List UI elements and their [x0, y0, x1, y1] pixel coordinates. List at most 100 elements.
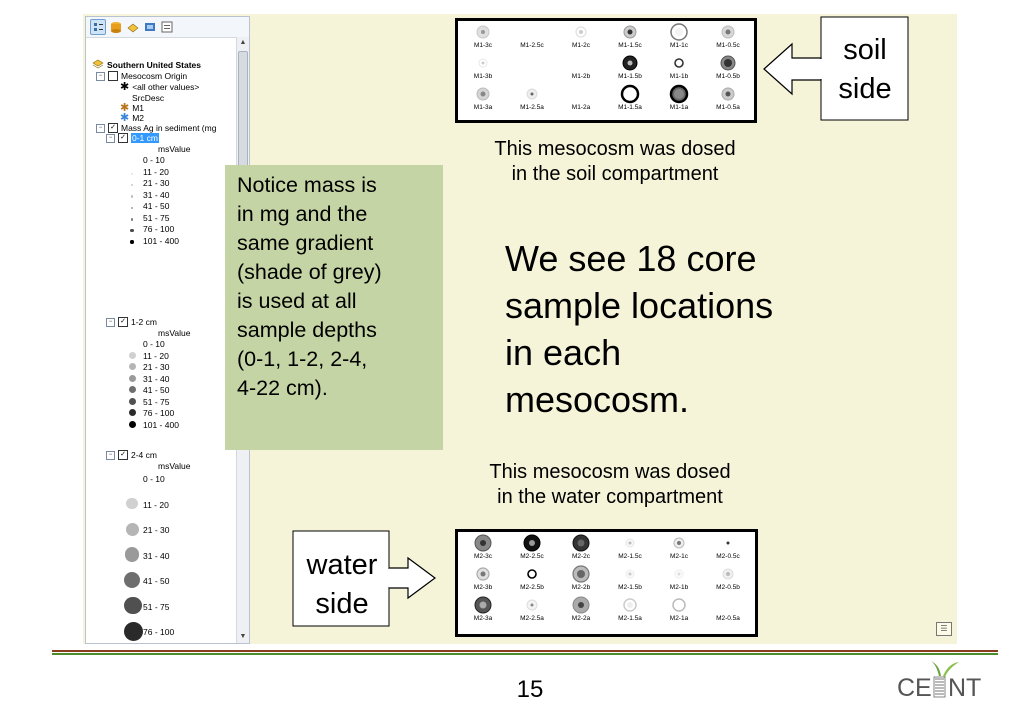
checkbox-unchecked[interactable] [108, 71, 118, 81]
slide-notes-icon[interactable]: ☰ [936, 622, 952, 636]
core-symbol-icon [478, 58, 488, 68]
toc-class-item[interactable]: 41 - 50 [124, 385, 169, 395]
checkbox-checked[interactable]: ✓ [118, 450, 128, 460]
core-label: M2-3b [473, 584, 493, 591]
list-by-drawing-order-icon[interactable] [90, 19, 106, 35]
toc-class-item[interactable]: 0 - 10 [124, 474, 165, 484]
expand-collapse-icon[interactable]: − [106, 317, 115, 327]
toc-class-item[interactable]: 0 - 10 [124, 155, 165, 165]
core-symbol-icon [720, 55, 736, 71]
toc-depth-group[interactable]: −✓2-4 cm [106, 450, 157, 460]
core-label: M2-2.5b [520, 584, 544, 591]
toc-origin-layer[interactable]: − Mesocosm Origin [96, 71, 187, 81]
core-symbol-icon [474, 534, 492, 552]
toc-class-item[interactable]: 51 - 75 [124, 397, 169, 407]
core-symbol-icon [527, 569, 537, 579]
legend-symbol-icon [126, 497, 138, 510]
list-by-visibility-icon[interactable] [126, 20, 140, 34]
toc-class-item[interactable]: 21 - 30 [124, 362, 169, 372]
toc-class-item[interactable]: 11 - 20 [124, 167, 169, 177]
toc-class-item[interactable]: 76 - 100 [124, 224, 174, 234]
table-of-contents-panel[interactable]: Southern United States−Mesocosm Origin✱<… [85, 16, 250, 644]
checkbox-checked[interactable]: ✓ [108, 123, 118, 133]
legend-symbol-icon [128, 386, 136, 393]
toc-class-item[interactable]: 76 - 100 [124, 408, 174, 418]
list-by-selection-icon[interactable] [143, 20, 157, 34]
checkbox-checked[interactable]: ✓ [118, 317, 128, 327]
toc-src-desc[interactable]: SrcDesc [132, 93, 164, 103]
core-label: M2-1a [669, 615, 689, 622]
toc-depth-group[interactable]: −✓1-2 cm [106, 317, 157, 327]
core-sample: M2-2b [556, 564, 606, 591]
toc-layer-title[interactable]: Southern United States [92, 59, 201, 71]
toc-m2[interactable]: ✱M2 [120, 113, 145, 124]
toc-field-label[interactable]: msValue [158, 144, 190, 154]
core-symbol-icon [625, 569, 635, 579]
legend-symbol-icon [124, 572, 140, 588]
toc-class-item[interactable]: 0 - 10 [124, 339, 165, 349]
toc-label: 1-2 cm [131, 317, 157, 327]
toc-depth-group[interactable]: −✓0-1 cm [106, 133, 159, 143]
toc-class-item[interactable]: 21 - 30 [124, 522, 169, 536]
toc-class-item[interactable]: 51 - 75 [124, 596, 169, 615]
core-label: M1-0.5c [716, 42, 740, 49]
toc-class-item[interactable]: 21 - 30 [124, 178, 169, 188]
toc-class-item[interactable]: 51 - 75 [124, 213, 169, 223]
options-icon[interactable] [160, 20, 174, 34]
list-by-source-icon[interactable] [109, 20, 123, 34]
core-symbol-icon [573, 86, 589, 102]
toc-class-item[interactable]: 11 - 20 [124, 497, 169, 510]
core-label: M1-3c [473, 42, 493, 49]
toc-field-label[interactable]: msValue [158, 461, 190, 471]
svg-text:CE: CE [897, 674, 932, 700]
toc-mass-layer[interactable]: −✓Mass Ag in sediment (mg [96, 123, 216, 133]
core-sample: M2-3c [458, 533, 508, 560]
toc-m1[interactable]: ✱M1 [120, 103, 144, 114]
toc-class-item[interactable]: 31 - 40 [124, 190, 169, 200]
core-symbol-icon [670, 23, 688, 41]
statement-line: We see 18 core [505, 238, 757, 279]
soil-caption-line-1: This mesocosm was dosed [494, 138, 736, 160]
core-label: M2-1c [669, 553, 689, 560]
core-symbol-icon [572, 534, 590, 552]
expand-collapse-icon[interactable]: − [96, 123, 105, 133]
scroll-down-icon[interactable]: ▼ [239, 633, 247, 640]
expand-collapse-icon[interactable]: − [106, 450, 115, 460]
core-label: M2-0.5b [716, 584, 740, 591]
toc-class-item[interactable]: 31 - 40 [124, 547, 169, 562]
core-symbol-icon [721, 87, 735, 101]
core-sample: M1-1.5c [605, 22, 655, 49]
core-label: M1-1.5b [618, 73, 642, 80]
toc-class-item[interactable]: 101 - 400 [124, 420, 179, 430]
layers-icon [92, 59, 104, 71]
toc-class-item[interactable]: 31 - 40 [124, 374, 169, 384]
toc-class-item[interactable]: 11 - 20 [124, 351, 169, 361]
page-number: 15 [516, 676, 544, 703]
toc-label: 11 - 20 [143, 350, 169, 361]
core-label: M1-2b [571, 73, 591, 80]
toc-class-item[interactable]: 76 - 100 [124, 621, 174, 641]
core-sample: M2-1.5a [605, 595, 655, 622]
toc-class-item[interactable]: 101 - 400 [124, 236, 179, 246]
toc-class-item[interactable]: 41 - 50 [124, 572, 169, 588]
expand-collapse-icon[interactable]: − [96, 71, 105, 81]
legend-symbol-icon [124, 547, 140, 562]
legend-symbol-icon [128, 351, 136, 359]
toc-class-item[interactable]: 41 - 50 [124, 201, 169, 211]
toc-field-label[interactable]: msValue [158, 328, 190, 338]
toc-label: Mesocosm Origin [121, 71, 188, 81]
core-label: M2-2.5a [520, 615, 544, 622]
statement-line: sample locations [505, 285, 774, 326]
toc-label: M2 [132, 113, 145, 123]
expand-collapse-icon[interactable]: − [106, 133, 115, 143]
note-line: in mg and the [237, 202, 368, 226]
core-sample: M1-1a [654, 84, 704, 111]
scroll-up-icon[interactable]: ▲ [239, 39, 247, 46]
soil-caption-line-2: in the soil compartment [511, 163, 719, 185]
toc-all-other[interactable]: ✱<all other values> [120, 82, 199, 93]
legend-symbol-icon [124, 621, 143, 641]
core-symbol-icon [672, 598, 686, 612]
checkbox-checked[interactable]: ✓ [118, 133, 128, 143]
